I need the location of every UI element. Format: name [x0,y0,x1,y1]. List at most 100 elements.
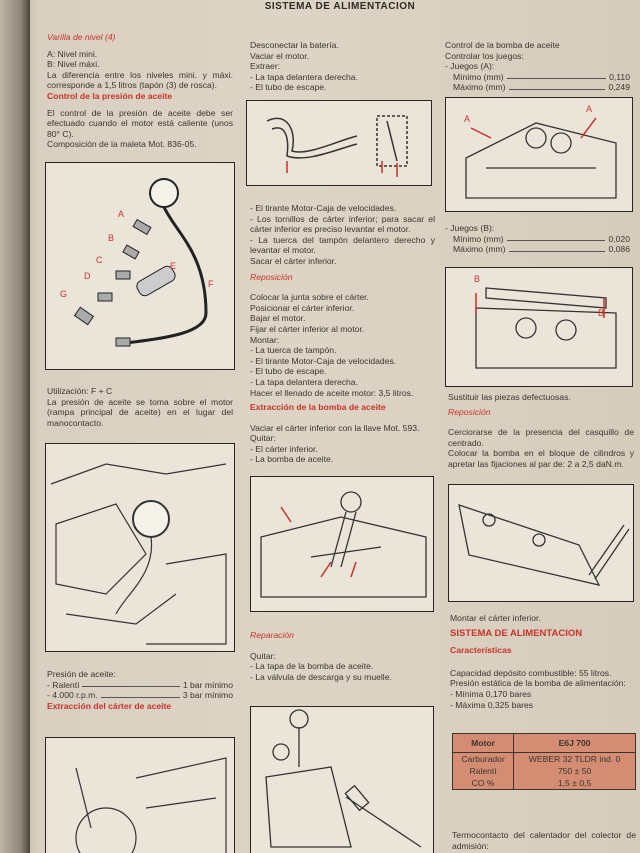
text-line: Control de la bomba de aceite [445,40,560,50]
dipstick-title: Varilla de nivel (4) [47,32,116,42]
text-line: Montar: [250,334,280,345]
text-line: Fijar el cárter inferior al motor. [250,323,365,334]
text-line: Capacidad depósito combustible: 55 litro… [450,667,612,678]
a-min-row: Mínimo (mm)0,110 [445,72,630,83]
text-line: Sustituir las piezas defectuosas. [448,392,571,402]
col3-refit: Sustituir las piezas defectuosas. Reposi… [448,392,634,470]
text-line: - Juegos (B): [445,223,495,233]
label-b: B [598,308,605,318]
text-line: Hacer el llenado de aceite motor: 3,5 li… [250,387,414,398]
label-a: A [118,209,125,219]
text-line: - El tubo de escape. [250,82,327,93]
row-label: Máximo (mm) [453,82,506,93]
col3-intro: Control de la bomba de aceite Controlar … [445,40,630,93]
refit-title: Reposición [250,271,293,282]
text-line: - Máxima 0,325 bares [450,699,534,710]
a-max-row: Máximo (mm) 0,249 [445,82,630,93]
text-line: - La tapa delantera derecha. [250,71,358,82]
b-max-row: Máximo (mm)0,086 [445,244,630,255]
figure-oil-pump-removal [250,476,434,612]
pressure-row-4000: - 4.000 r.p.m. 3 bar mínimo [47,690,233,701]
figure-pressure-kit: A B C D E F G [45,162,235,370]
label-b: B [474,274,481,284]
label-g: G [60,289,68,299]
text-line: - Mínima 0,170 bares [450,688,532,699]
text-line: Colocar la bomba en el bloque de cilindr… [448,448,634,469]
text-line: Presión de aceite: [47,669,116,679]
sump-title: Extracción del cárter de aceite [47,700,172,711]
label-f: F [208,279,214,289]
cell: WEBER 32 TLDR ind. 0 [513,752,636,765]
row-label: Mínimo (mm) [453,71,504,82]
text-line: Bajar el motor. [250,313,306,324]
text-line: B: Nivel máxi. [47,59,100,70]
row-value: 0,249 [608,82,630,93]
text-line: - El tirante Motor-Caja de velocidades. [250,203,397,213]
cell: 750 ± 50 [513,765,636,777]
text-line: - El cárter inferior. [250,443,318,454]
text-line: - Los tornillos de cárter inferior; para… [250,213,435,235]
label-c: C [96,255,103,265]
characteristics-title: Características [450,645,512,656]
cell: Ralentí [451,765,514,777]
text-line: - La válvula de descarga y su muelle. [250,671,392,682]
text-line: - La tuerca de tampón. [250,345,337,356]
header-cell: E6J 700 [513,733,636,753]
repair-section: Reparación Quitar: - La tapa de la bomba… [250,630,435,682]
figure-pump-exploded [250,706,434,853]
text-line: Cerciorarse de la presencia del casquill… [448,427,634,448]
page-header: SISTEMA DE ALIMENTACION [264,1,416,12]
text-line: Utilización: F + C [47,386,113,396]
text-line: La presión de aceite se toma sobre el mo… [47,396,233,428]
text-line: A: Nivel mini. [47,48,98,59]
row-value: 1 bar mínimo [182,679,233,690]
text-line: Desconectar la batería. [250,40,339,50]
figure-exhaust [246,100,432,186]
row-label: - 4.000 r.p.m. [47,690,98,701]
text-line: Colocar la junta sobre el cárter. [250,292,369,303]
cell: Carburador [451,752,514,765]
cell: 1,5 ± 0,5 [513,777,636,790]
col2-intro: Desconectar la batería. Vaciar el motor.… [250,40,435,93]
oil-pressure-title: Control de la presión de aceite [47,90,173,101]
b-min-row: Mínimo (mm)0,020 [445,234,630,245]
text-line: - Juegos (A): [445,61,495,72]
usage-text: Utilización: F + C La presión de aceite … [47,386,233,428]
repair-title: Reparación [250,630,294,640]
text-line: Vaciar el cárter inferior con la llave M… [250,422,420,433]
figure-gear-clearance-a: A A [445,97,633,212]
label-d: D [84,271,91,281]
col2-body: - El tirante Motor-Caja de velocidades. … [250,203,435,465]
text-line: Extraer: [250,61,281,72]
header-cell: Motor [451,733,515,753]
row-value: 3 bar mínimo [182,690,233,701]
cell: CO % [451,777,514,790]
refit-title: Reposición [448,406,491,417]
label-a: A [464,114,471,124]
figure-pump-fitting [448,484,634,602]
row-label: Mínimo (mm) [453,233,504,244]
text-line: - La tapa delantera derecha. [250,376,358,387]
text-line: Quitar: [250,433,276,444]
thermo-text: Termocontacto del calentador del colecto… [452,830,636,851]
label-e: E [170,261,177,271]
text-line: - El tirante Motor-Caja de velocidades. [250,355,397,366]
text-line: - El tubo de escape. [250,366,327,377]
text-line: - La tapa de la bomba de aceite. [250,661,374,672]
fuel-section: Montar el cárter inferior. SISTEMA DE AL… [450,613,638,710]
col1-top: Varilla de nivel (4) A: Nivel mini. B: N… [47,32,233,150]
b-clearance: - Juegos (B): Mínimo (mm)0,020 Máximo (m… [445,223,630,255]
text-line: Vaciar el motor. [250,50,310,61]
pump-title: Extracción de la bomba de aceite [250,402,386,413]
facing-page-edge [0,0,30,853]
row-label: Máximo (mm) [453,244,506,255]
text-line: La diferencia entre los niveles mini. y … [47,69,233,91]
text-line: Controlar los juegos: [445,50,524,61]
text-line: Montar el cárter inferior. [450,613,541,623]
text-line: Quitar: [250,650,276,661]
